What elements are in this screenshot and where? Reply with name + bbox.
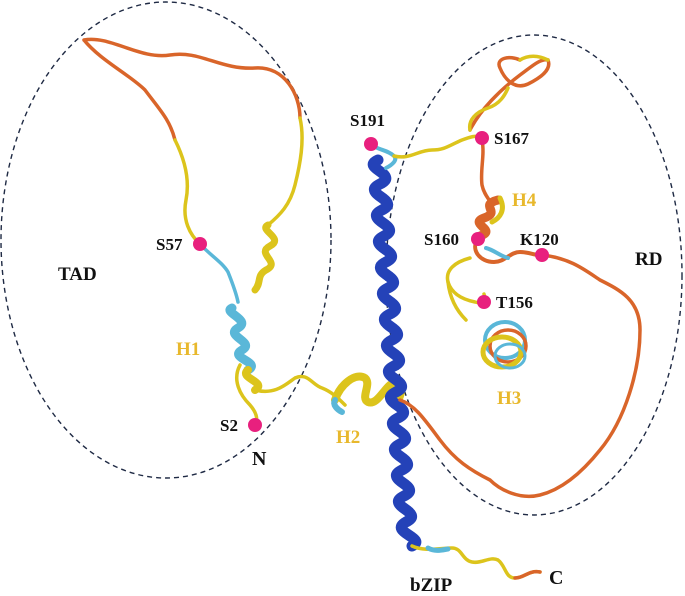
rd-inner-coil-2 [446,280,468,322]
site-dot-s160 [471,232,485,246]
site-dot-t156 [477,295,491,309]
label-h2: H2 [336,427,360,448]
h4-helix [474,195,503,241]
h1-helix [225,303,256,375]
label-t156: T156 [496,293,533,312]
h1-linker [198,242,240,304]
label-s57: S57 [156,235,183,254]
site-dot-s167 [475,131,489,145]
rd-core-cyan [484,246,510,260]
rd-inner-coil [445,256,487,305]
tad-coil-upper [82,37,302,142]
rd-top-yellow [467,54,550,132]
site-dot-s57 [193,237,207,251]
label-s167: S167 [494,129,529,148]
h3-helix-ring-2 [488,328,528,364]
tad-coil-lower [173,116,304,246]
label-rd: RD [635,249,662,270]
label-s2: S2 [220,416,238,435]
label-h4: H4 [512,190,537,211]
label-h1: H1 [176,339,200,360]
label-bzip: bZIP [410,575,453,596]
bzip-helix [367,154,422,552]
c-terminal-cyan [425,545,451,553]
rd-top-loop [468,55,551,132]
tad-boundary [0,1,332,479]
h3-helix-ring-4 [493,342,527,370]
h4-helix-yellow [489,195,505,225]
label-n-terminus: N [252,448,267,470]
c-terminal-end [513,569,542,580]
label-k120: K120 [520,230,559,249]
h1-helix-tail [241,366,263,394]
rd-large-loop [398,253,642,498]
label-s160: S160 [424,230,459,249]
tad-small-helix [251,221,279,294]
s191-s167-linker [392,134,484,159]
s167-h4-linker [479,138,494,207]
site-dot-s191 [364,137,378,151]
h2-cyan-segment [331,397,345,415]
label-s191: S191 [350,111,385,130]
label-h3: H3 [497,388,521,409]
label-c-terminus: C [549,567,563,589]
site-dot-k120 [535,248,549,262]
site-dot-s2 [248,418,262,432]
label-tad: TAD [58,264,97,285]
rd-boundary [385,34,683,516]
